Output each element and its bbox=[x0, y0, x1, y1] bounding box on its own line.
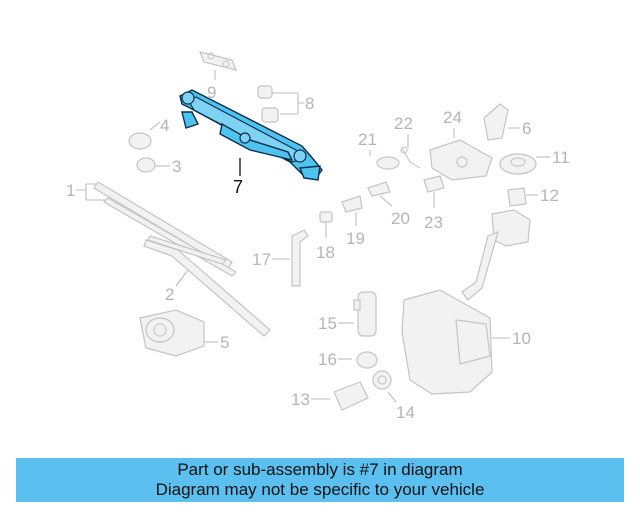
part-4-cap bbox=[128, 121, 161, 150]
part-22-clip bbox=[400, 134, 421, 169]
label-10: 10 bbox=[512, 329, 531, 348]
part-8-bushings bbox=[257, 85, 304, 123]
part-9-bracket bbox=[199, 51, 237, 80]
label-19: 19 bbox=[346, 229, 365, 248]
part-5-motor bbox=[139, 309, 218, 357]
label-1: 1 bbox=[66, 181, 75, 200]
label-12: 12 bbox=[540, 186, 559, 205]
part-13-sensor bbox=[311, 381, 369, 411]
part-6-cover bbox=[483, 103, 520, 141]
part-14-seal-ring bbox=[372, 370, 397, 403]
label-21: 21 bbox=[358, 130, 377, 149]
banner-line-2: Diagram may not be specific to your vehi… bbox=[155, 480, 485, 499]
part-12-cap bbox=[507, 187, 538, 207]
label-14: 14 bbox=[396, 403, 415, 422]
label-3: 3 bbox=[172, 157, 181, 176]
label-8: 8 bbox=[305, 94, 314, 113]
part-7-wiper-linkage[interactable] bbox=[179, 89, 323, 181]
label-17: 17 bbox=[252, 250, 271, 269]
label-7: 7 bbox=[233, 177, 243, 197]
part-19-valve bbox=[341, 195, 363, 226]
part-18-connector bbox=[319, 211, 333, 238]
part-20-connector bbox=[367, 181, 393, 207]
part-24-nozzle bbox=[429, 128, 493, 181]
part-23-fitting bbox=[423, 175, 445, 208]
part-15-pump bbox=[338, 291, 377, 337]
part-3-nut bbox=[136, 157, 170, 173]
label-5: 5 bbox=[220, 333, 229, 352]
part-info-banner: Part or sub-assembly is #7 in diagram Di… bbox=[16, 458, 624, 502]
part-10-reservoir bbox=[401, 209, 531, 395]
label-13: 13 bbox=[291, 390, 310, 409]
label-15: 15 bbox=[318, 314, 337, 333]
label-16: 16 bbox=[318, 350, 337, 369]
label-6: 6 bbox=[522, 119, 531, 138]
label-23: 23 bbox=[424, 213, 443, 232]
part-1-wiper-blade bbox=[76, 181, 237, 277]
part-11-seal bbox=[499, 153, 550, 175]
label-22: 22 bbox=[394, 114, 413, 133]
part-16-grommet bbox=[338, 351, 378, 369]
part-2-wiper-arm bbox=[143, 235, 271, 337]
part-21-grommet bbox=[369, 150, 400, 170]
label-11: 11 bbox=[552, 148, 570, 167]
label-9: 9 bbox=[207, 83, 216, 102]
label-2: 2 bbox=[165, 285, 174, 304]
label-18: 18 bbox=[316, 243, 335, 262]
label-4: 4 bbox=[160, 116, 169, 135]
banner-line-1: Part or sub-assembly is #7 in diagram bbox=[177, 460, 463, 479]
label-24: 24 bbox=[443, 108, 462, 127]
label-20: 20 bbox=[391, 209, 410, 228]
part-17-hose bbox=[272, 229, 309, 287]
